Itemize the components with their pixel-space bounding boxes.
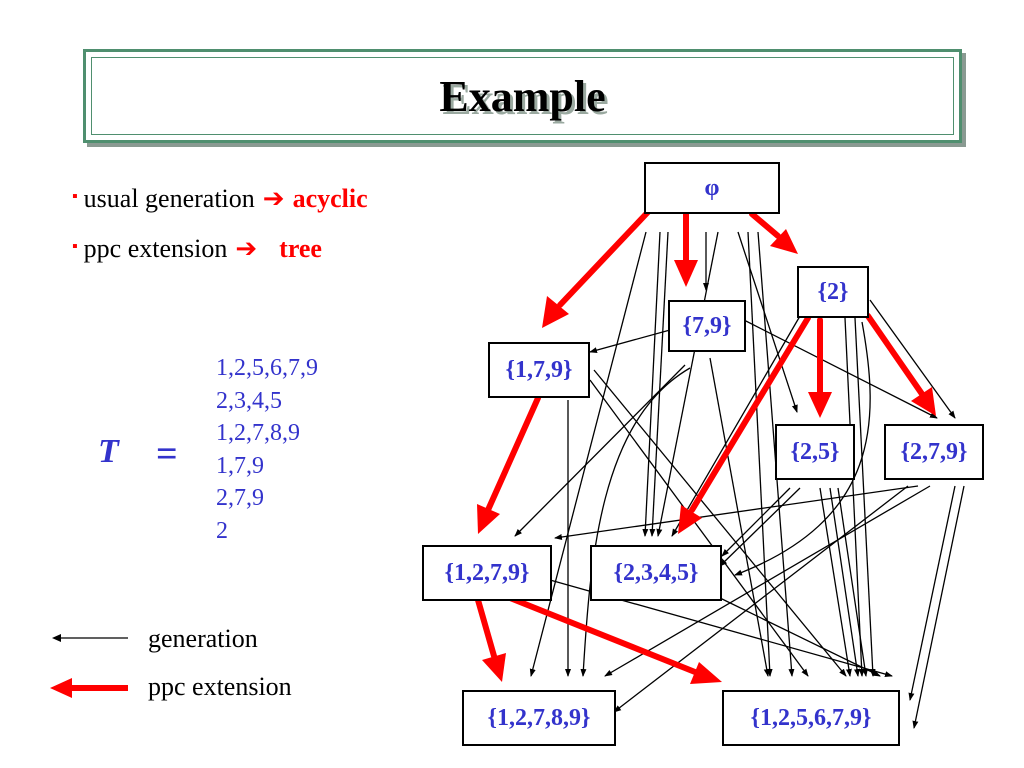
right-arrow-icon: ➔ [235, 234, 258, 263]
generation-edges [514, 231, 965, 729]
transaction-item: 1,2,7,8,9 [216, 420, 300, 447]
transaction-list: 1,2,5,6,7,9 2,3,4,5 1,2,7,8,9 1,7,9 2,7,… [216, 352, 318, 548]
node-empty-set: φ [644, 162, 780, 214]
bullet-usual-generation: ▪ usual generation➔acyclic [72, 184, 368, 214]
title-inner-frame: Example [91, 57, 954, 135]
right-arrow-icon: ➔ [262, 184, 285, 213]
bullet-result: tree [279, 234, 322, 263]
node-1-2-7-8-9: {1,2,7,8,9} [462, 690, 616, 746]
transaction-item: 1,7,9 [216, 452, 264, 479]
node-2-5: {2,5} [775, 424, 855, 480]
node-2: {2} [797, 266, 869, 318]
bullet-text: ppc extension [83, 234, 228, 263]
legend-ppc-label: ppc extension [148, 672, 292, 701]
legend-generation-arrow [52, 634, 128, 642]
node-2-7-9: {2,7,9} [884, 424, 984, 480]
node-2-3-4-5: {2,3,4,5} [590, 545, 722, 601]
bullet-mark: ▪ [72, 238, 78, 255]
title-frame: Example [83, 49, 962, 143]
transaction-item: 2,7,9 [216, 485, 264, 512]
bullet-ppc-extension: ▪ ppc extension➔ tree [72, 234, 322, 264]
ppc-extension-edges [475, 209, 936, 684]
equals-sign: = [156, 433, 178, 475]
bullet-mark: ▪ [72, 188, 78, 205]
transaction-item: 2,3,4,5 [216, 387, 282, 414]
legend-generation-label: generation [148, 624, 258, 653]
node-1-7-9: {1,7,9} [488, 342, 590, 398]
bullet-text: usual generation [83, 184, 255, 213]
node-1-2-7-9: {1,2,7,9} [422, 545, 552, 601]
bullet-result: acyclic [292, 184, 368, 213]
database-symbol: T [98, 433, 119, 470]
legend-ppc-arrow [50, 678, 128, 698]
node-7-9: {7,9} [668, 300, 746, 352]
page-title: Example [439, 71, 606, 121]
node-1-2-5-6-7-9: {1,2,5,6,7,9} [722, 690, 900, 746]
transaction-item: 2 [216, 517, 228, 544]
transaction-item: 1,2,5,6,7,9 [216, 355, 318, 381]
